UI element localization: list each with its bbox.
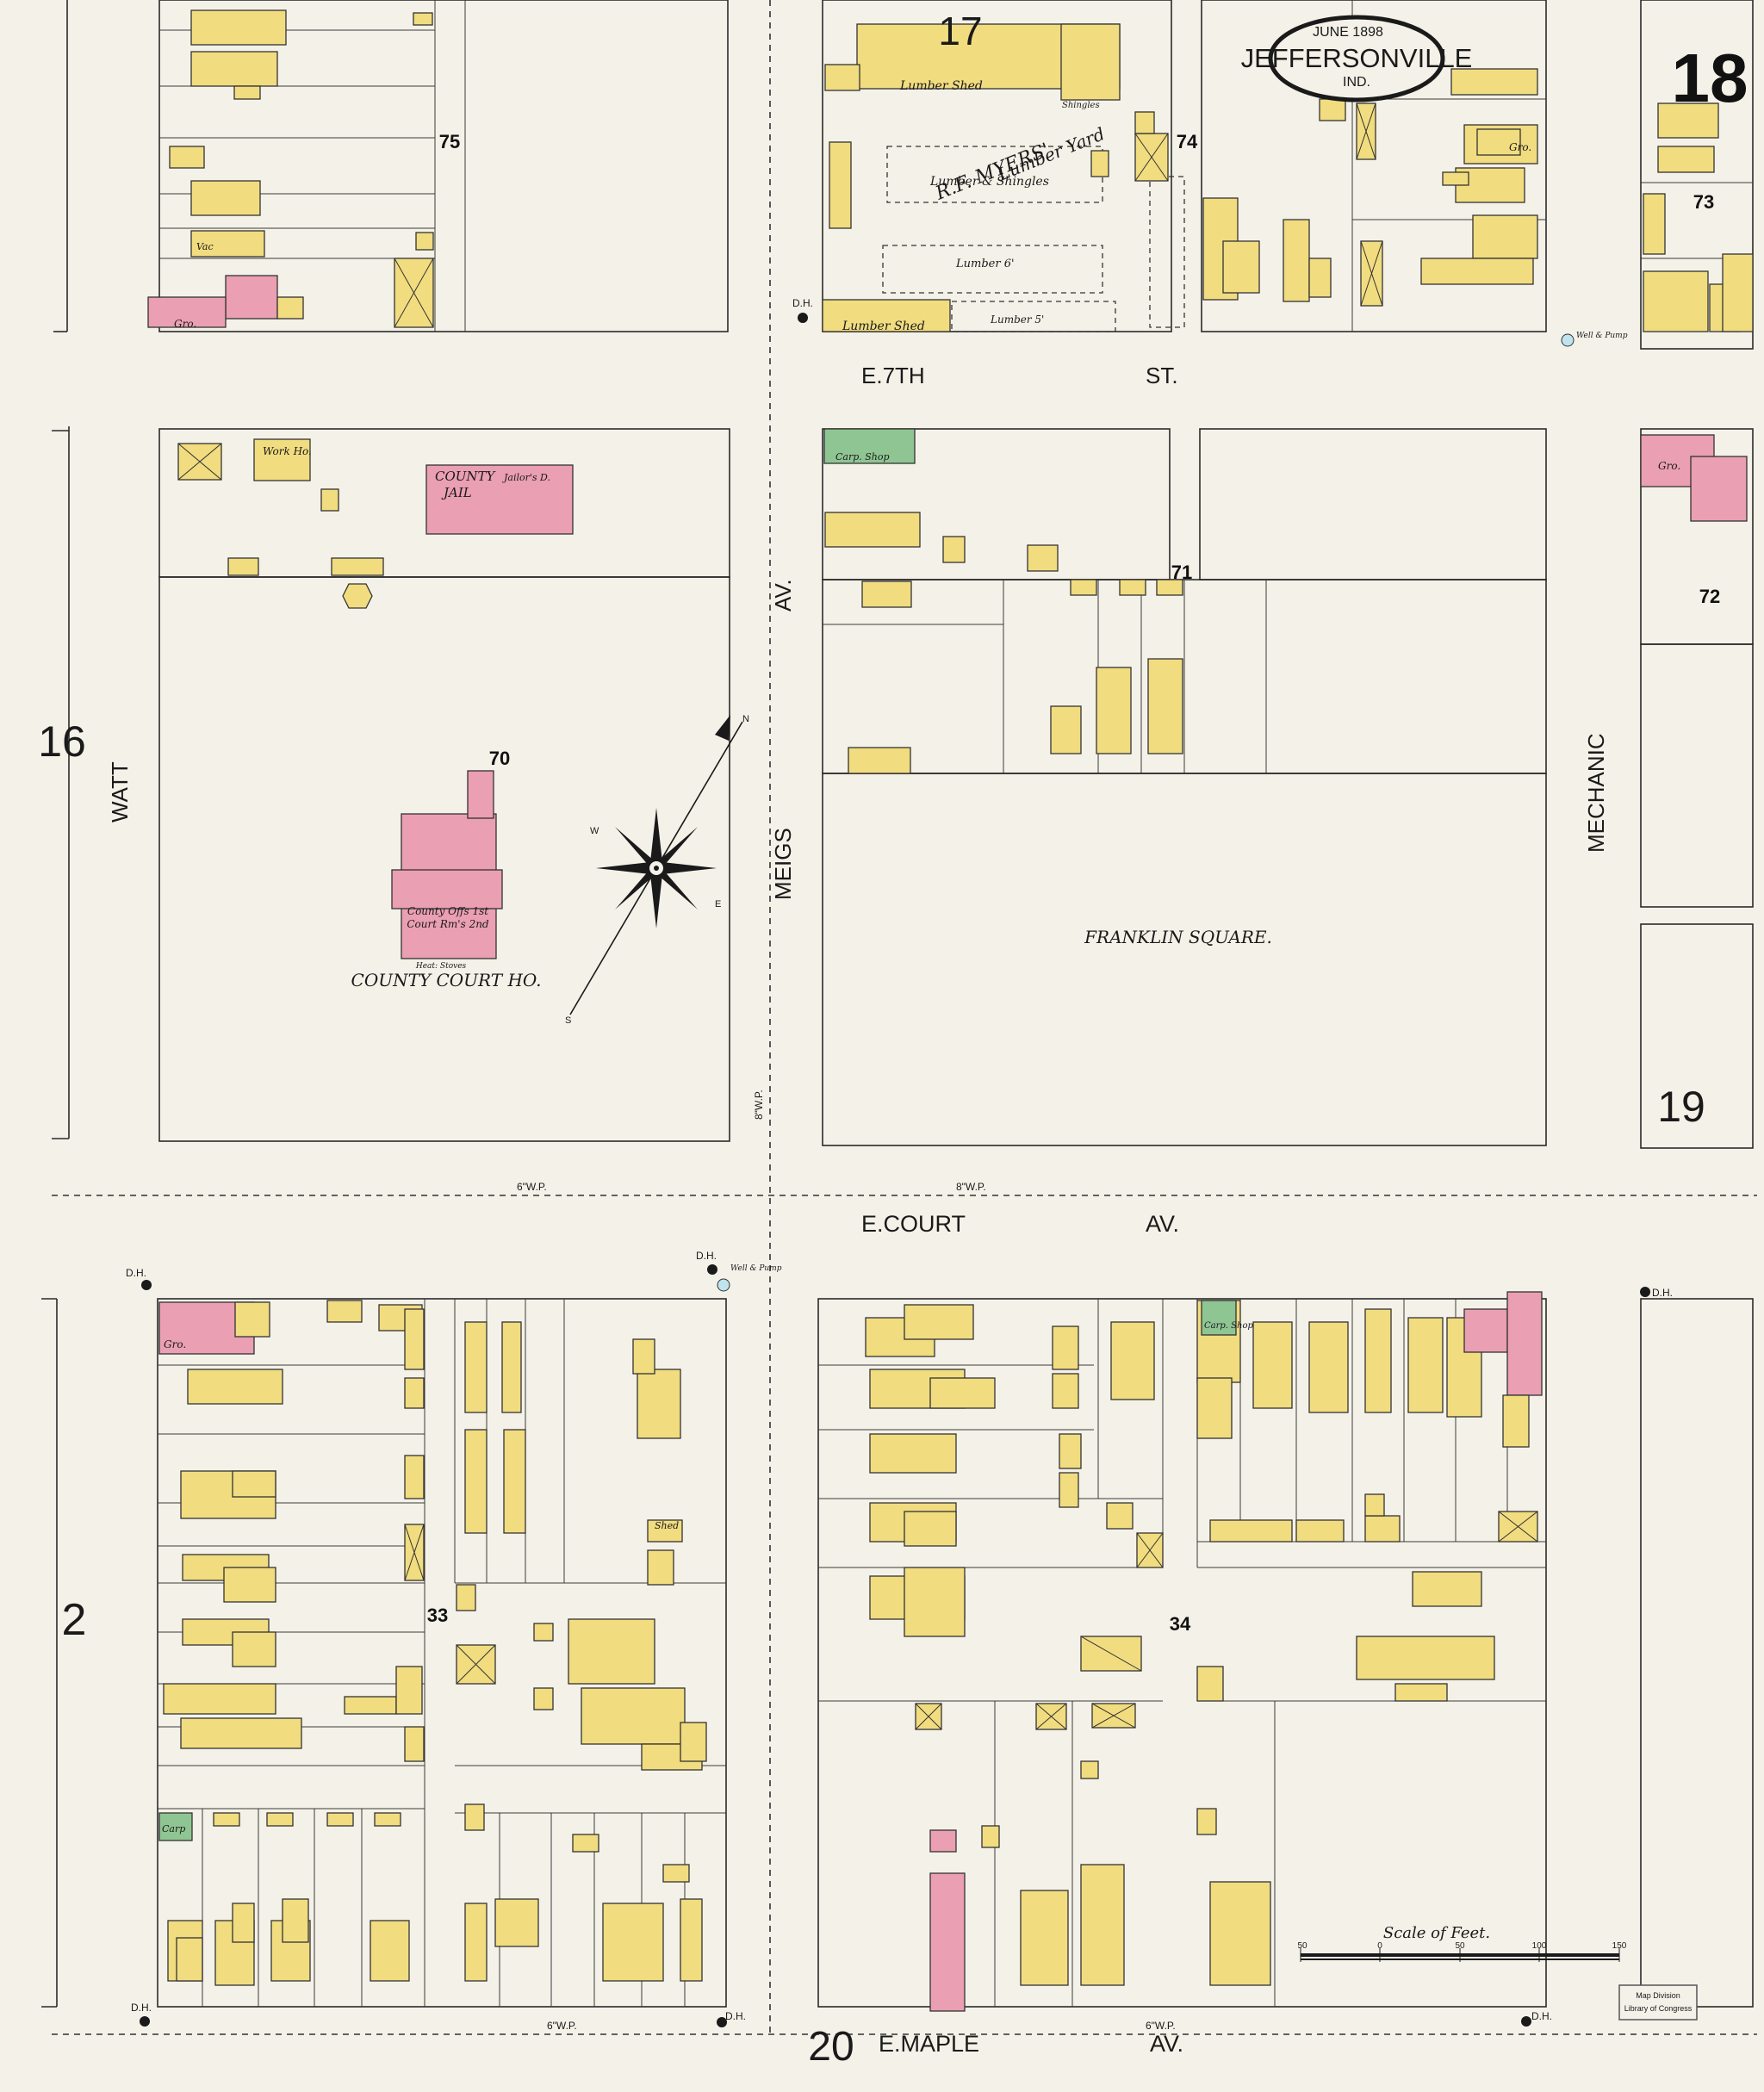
street-e7th-st: ST.: [1146, 363, 1178, 388]
adjoining-sheet-19: 19: [1657, 1083, 1705, 1131]
library-stamp: Map Division Library of Congress: [1618, 1984, 1698, 2021]
label-water-pipe-6: 6"W.P.: [517, 1181, 547, 1193]
adjoining-sheet-17: 17: [938, 9, 982, 53]
street-mechanic: MECHANIC: [1583, 733, 1609, 853]
title-cartouche: JUNE 1898 JEFFERSONVILLE IND. 18: [1241, 15, 1748, 116]
label-lumber-6: Lumber 6': [955, 258, 1015, 270]
label-county-offs: County Offs 1st: [407, 905, 488, 917]
title-state: IND.: [1343, 75, 1370, 90]
scale-title: Scale of Feet.: [1383, 1924, 1490, 1942]
block-number: 33: [427, 1605, 448, 1626]
compass-west: W: [590, 826, 599, 836]
stamp-line-2: Library of Congress: [1624, 2004, 1693, 2013]
label-water-pipe-6-maple-east: 6"W.P.: [1146, 2020, 1176, 2032]
street-e7th: E.7TH: [861, 363, 925, 388]
block-number: 34: [1170, 1613, 1191, 1635]
label-heat-stoves: Heat: Stoves: [415, 962, 467, 971]
block-outlines: [157, 0, 1754, 2008]
street-meigs: MEIGS: [770, 828, 796, 900]
buildings: [147, 9, 1754, 2012]
label-work-ho: Work Ho.: [263, 445, 312, 457]
label-shed: Shed: [655, 1520, 679, 1531]
street-lines: [41, 0, 1757, 2035]
block-number: 74: [1177, 131, 1198, 152]
label-shingles: Shingles: [1062, 101, 1100, 110]
scale-bar: Scale of Feet. 50 0 50 100 150: [1297, 1924, 1627, 1962]
compass-east: E: [715, 899, 721, 909]
label-dh-court-east: D.H.: [1652, 1287, 1673, 1299]
label-carp-shop: Carp. Shop: [835, 451, 890, 462]
label-carp: Carp: [162, 1823, 185, 1834]
block-number: 75: [439, 131, 460, 152]
label-county-jail-2: JAIL: [441, 485, 472, 500]
label-carp-shop-south: Carp. Shop: [1204, 1321, 1253, 1331]
label-dh-maple-east: D.H.: [1531, 2010, 1552, 2022]
scale-tick: 50: [1455, 1941, 1465, 1951]
label-gro-33: Gro.: [164, 1338, 186, 1350]
sheet-number: 18: [1672, 40, 1748, 116]
stamp-line-1: Map Division: [1636, 1991, 1680, 2000]
label-vac: Vac: [196, 241, 214, 252]
street-ecourt-av: AV.: [1146, 1211, 1179, 1237]
label-well-pump: Well & Pump: [1576, 332, 1628, 340]
label-dh-court-mid: D.H.: [696, 1250, 717, 1262]
label-well-pump-court: Well & Pump: [730, 1264, 782, 1273]
adjoining-sheet-2: 2: [62, 1595, 87, 1645]
label-water-pipe-8-meigs: 8"W.P.: [753, 1089, 765, 1120]
label-county-jail-1: COUNTY: [435, 469, 497, 484]
label-dh-maple: D.H.: [131, 2002, 152, 2014]
hydrants: [140, 313, 1650, 2027]
label-dh-maple-mid: D.H.: [725, 2010, 746, 2022]
adjoining-sheet-20: 20: [808, 2024, 854, 2070]
adjoining-sheet-numbers: 17 16 2 20 19: [38, 9, 1705, 2070]
label-lumber-shed: Lumber Shed: [899, 79, 983, 93]
block-numbers: 75 74 73 72 71 70 33 34: [427, 131, 1720, 1635]
title-date: JUNE 1898: [1313, 25, 1383, 40]
street-meigs-av: AV.: [770, 579, 796, 611]
label-gro-72: Gro.: [1658, 460, 1680, 472]
label-county-court-ho: COUNTY COURT HO.: [351, 970, 542, 990]
label-dh-court: D.H.: [126, 1267, 146, 1279]
label-lumber-shed-south: Lumber Shed: [842, 320, 925, 333]
label-lumber-5: Lumber 5': [990, 313, 1044, 326]
compass-north: N: [742, 714, 749, 724]
compass-south: S: [565, 1015, 571, 1026]
label-franklin-square: FRANKLIN SQUARE.: [1084, 927, 1272, 947]
adjoining-sheet-16: 16: [38, 717, 86, 766]
street-emaple: E.MAPLE: [879, 2031, 979, 2057]
block-number: 71: [1171, 562, 1192, 583]
scale-tick: 150: [1612, 1941, 1627, 1951]
street-emaple-av: AV.: [1150, 2031, 1183, 2057]
label-gro-east: Gro.: [1509, 141, 1531, 153]
label-jailors: Jailor's D.: [502, 472, 550, 483]
block-number: 72: [1699, 586, 1720, 607]
label-water-pipe-8: 8"W.P.: [956, 1181, 986, 1193]
block-number: 70: [489, 748, 510, 769]
label-water-pipe-6-maple: 6"W.P.: [547, 2020, 577, 2032]
block-number: 73: [1693, 191, 1714, 213]
scale-tick: 50: [1297, 1941, 1307, 1951]
street-watt: WATT: [107, 761, 133, 823]
street-ecourt: E.COURT: [861, 1211, 966, 1237]
street-names: E.7TH ST. E.COURT AV. E.MAPLE AV. WATT M…: [107, 363, 1609, 2057]
scale-tick: 100: [1532, 1941, 1547, 1951]
scale-tick: 0: [1377, 1941, 1382, 1951]
label-dh-meigs: D.H.: [792, 297, 813, 309]
label-lumber-shingles: Lumber & Shingles: [929, 175, 1049, 189]
label-court-rms: Court Rm's 2nd: [407, 918, 489, 930]
label-gro-75: Gro.: [174, 318, 196, 330]
title-city: JEFFERSONVILLE: [1241, 43, 1473, 73]
compass-rose: N S E W: [565, 714, 749, 1026]
